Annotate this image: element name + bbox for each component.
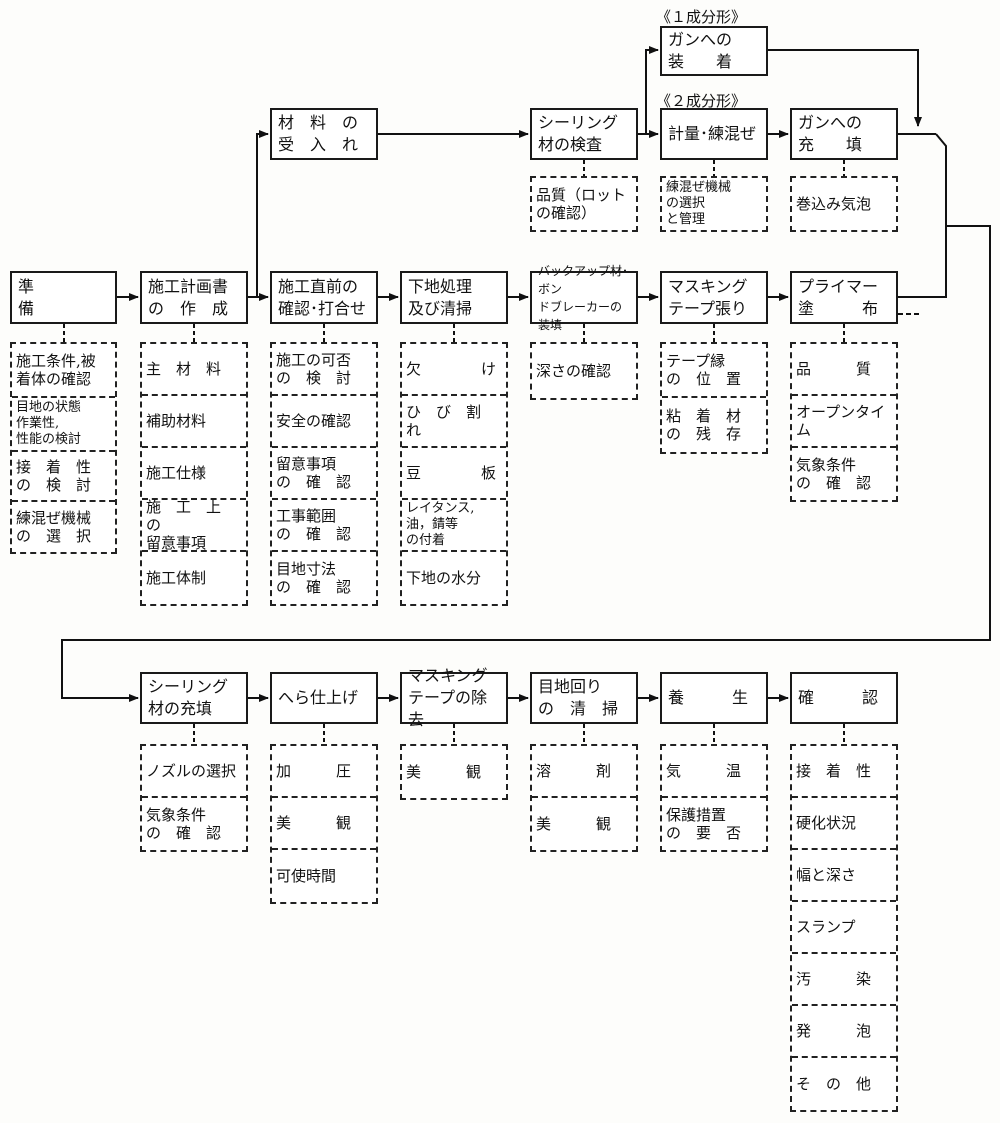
detail-item: 粘 着 材 の 残 存 (666, 407, 742, 443)
node-gun-souchaku: ガンへの 装 着 (660, 26, 768, 76)
node-sealing-kensa: シーリング 材の検査 (530, 108, 638, 160)
detail-item: 接 着 性 の 検 討 (12, 452, 115, 502)
node-sekou-keikaku: 施工計画書 の 作 成 (140, 271, 248, 324)
detail-item: 可使時間 (276, 867, 337, 885)
node-yousei: 養 生 (660, 672, 768, 724)
details-hera: 加 圧 美 観 可使時間 (270, 744, 378, 904)
node-gun-juten: ガンへの 充 填 (790, 108, 898, 160)
node-junbi: 準 備 (10, 271, 117, 324)
detail-item: 接 着 性 (792, 746, 896, 798)
detail-item: 溶 剤 (532, 746, 636, 798)
detail-item: 深さの確認 (536, 362, 612, 380)
node-masking-jokyo: マスキング テープの除去 (400, 666, 508, 729)
detail-item: 下地の水分 (406, 569, 482, 587)
node-backup: バックアップ材･ボン ドブレーカーの装填 (530, 264, 638, 332)
detail-item: 欠 け (402, 344, 506, 396)
details-sekou-chokuzen: 施工の可否 の 検 討 安全の確認 留意事項 の 確 認 工事範囲 の 確 認 … (270, 342, 378, 606)
detail-item: 加 圧 (272, 746, 376, 798)
detail-item: 品質（ロット の確認） (536, 186, 627, 222)
one-component-label: 《１成分形》 (656, 8, 747, 26)
detail-item: 練混ぜ機械 の選択 と管理 (666, 180, 732, 227)
details-sealing-juten: ノズルの選択 気象条件 の 確 認 (140, 744, 248, 852)
detail-item: スランプ (792, 902, 896, 954)
detail-item: ひ び 割 れ (402, 396, 506, 448)
details-mechi-seisou: 溶 剤 美 観 (530, 744, 638, 852)
detail-item: 発 泡 (792, 1006, 896, 1058)
detail-item: 幅と深さ (792, 850, 896, 902)
detail-item: 工事範囲 の 確 認 (272, 500, 376, 552)
arrow-gun-souchaku-merge (768, 49, 922, 127)
node-shitaji-shori: 下地処理 及び清掃 (400, 271, 508, 324)
detail-item: 汚 染 (792, 954, 896, 1006)
details-yousei: 気 温 保護措置 の 要 否 (660, 744, 768, 852)
arrow-kensa-to-gun-souchaku (638, 46, 659, 135)
detail-item: 美 観 (272, 798, 376, 850)
node-mechi-seisou: 目地回り の 清 掃 (530, 672, 638, 724)
detail-item: 美 観 (406, 763, 482, 781)
detail-item: レイタンス, 油，錆等 の付着 (402, 500, 506, 552)
details-masking-hari: テープ縁 の 位 置 粘 着 材 の 残 存 (660, 342, 768, 454)
line-to-zairyou (256, 130, 269, 297)
node-keiryou: 計量･練混ぜ (660, 108, 768, 160)
detail-item: 施 工 上 の 留意事項 (142, 498, 246, 552)
line-gun-juten-to-primer (898, 133, 947, 298)
detail-item: 施工仕様 (142, 448, 246, 500)
node-hera: へら仕上げ (270, 672, 378, 724)
node-primer: プライマー 塗 布 (790, 271, 898, 324)
line-row1-to-row2 (61, 225, 991, 702)
detail-item: 硬化状況 (792, 798, 896, 850)
detail-item: オープンタイム (792, 396, 896, 448)
node-sealing-juten: シーリング 材の充填 (140, 672, 248, 724)
detail-item: 巻込み気泡 (796, 195, 872, 213)
details-masking-jokyo: 美 観 (400, 744, 508, 800)
details-gun-juten: 巻込み気泡 (790, 176, 898, 232)
details-shitaji-shori: 欠 け ひ び 割 れ 豆 板 レイタンス, 油，錆等 の付着 下地の水分 (400, 342, 508, 606)
detail-item: 安全の確認 (272, 396, 376, 448)
detail-item: 施工の可否 の 検 討 (272, 344, 376, 396)
detail-item: 留意事項 の 確 認 (272, 448, 376, 500)
detail-item: テープ縁 の 位 置 (662, 344, 766, 398)
details-junbi: 施工条件,被 着体の確認 目地の状態 作業性, 性能の検討 接 着 性 の 検 … (10, 342, 117, 554)
detail-item: 目地の状態 作業性, 性能の検討 (12, 398, 115, 452)
detail-item: 保護措置 の 要 否 (666, 806, 742, 842)
detail-item: 施工条件,被 着体の確認 (12, 344, 115, 398)
detail-item: 気象条件 の 確 認 (796, 456, 872, 492)
detail-item: 美 観 (536, 815, 612, 833)
detail-item: ノズルの選択 (142, 746, 246, 798)
details-kakunin: 接 着 性 硬化状況 幅と深さ スランプ 汚 染 発 泡 そ の 他 (790, 744, 898, 1112)
details-backup: 深さの確認 (530, 342, 638, 400)
node-kakunin: 確 認 (790, 672, 898, 724)
detail-item: そ の 他 (796, 1075, 872, 1093)
details-sekou-keikaku: 主 材 料 補助材料 施工仕様 施 工 上 の 留意事項 施工体制 (140, 342, 248, 606)
node-zairyou-ukeire: 材 料 の 受 入 れ (270, 108, 378, 160)
detail-item: 気象条件 の 確 認 (146, 806, 222, 842)
detail-item: 気 温 (662, 746, 766, 798)
details-primer: 品 質 オープンタイム 気象条件 の 確 認 (790, 342, 898, 502)
detail-item: 豆 板 (402, 448, 506, 500)
detail-item: 目地寸法 の 確 認 (276, 560, 352, 596)
detail-item: 施工体制 (146, 569, 207, 587)
two-component-label: 《２成分形》 (656, 92, 747, 110)
detail-item: 主 材 料 (142, 344, 246, 396)
detail-item: 練混ぜ機械 の 選 択 (16, 509, 92, 545)
node-sekou-chokuzen: 施工直前の 確認･打合せ (270, 271, 378, 324)
node-masking-hari: マスキング テープ張り (660, 271, 768, 324)
detail-item: 品 質 (792, 344, 896, 396)
details-keiryou: 練混ぜ機械 の選択 と管理 (660, 176, 768, 232)
details-sealing-kensa: 品質（ロット の確認） (530, 176, 638, 232)
detail-item: 補助材料 (142, 396, 246, 448)
